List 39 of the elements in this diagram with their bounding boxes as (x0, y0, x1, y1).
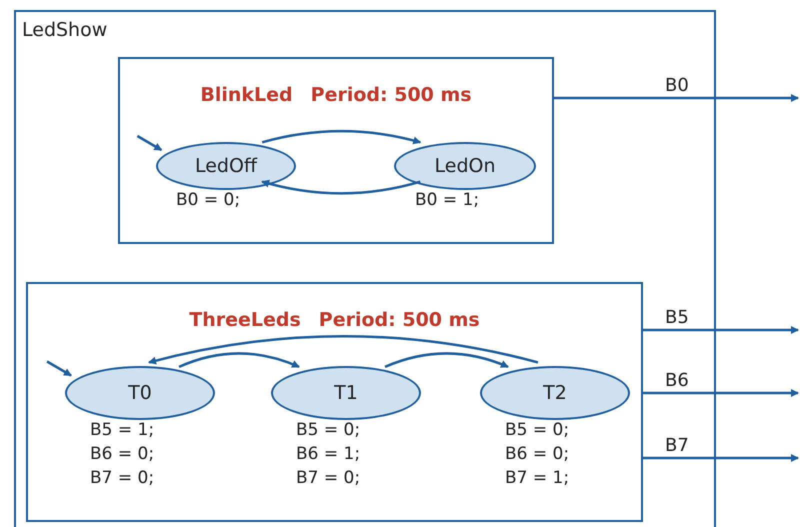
task-heading: Period: 500 ms (318, 308, 480, 333)
signal-label: B0 (664, 77, 690, 95)
arrow (136, 134, 162, 152)
state-action: B7 = 0; (296, 467, 360, 490)
arrow (384, 352, 509, 368)
state-ellipse: LedOff (156, 142, 296, 190)
task-heading: Period: 500 ms (310, 83, 472, 108)
arrow (641, 326, 799, 334)
state-action: B6 = 0; (90, 443, 154, 466)
signal-label: B5 (664, 309, 690, 327)
arrow (641, 389, 799, 397)
signal-label: B6 (664, 372, 690, 390)
component-frame (14, 10, 716, 527)
arrow (261, 180, 421, 195)
state-action: B7 = 0; (90, 467, 154, 490)
state-action: B0 = 1; (415, 189, 480, 212)
state-ellipse: T0 (65, 366, 215, 420)
state-action: B5 = 1; (90, 419, 154, 442)
state-action: B0 = 0; (176, 189, 240, 212)
state-ellipse: T1 (271, 366, 421, 420)
arrow (178, 352, 300, 368)
state-ellipse: LedOn (394, 142, 536, 190)
task-box (118, 57, 554, 244)
task-heading: BlinkLed (200, 83, 293, 108)
state-action: B7 = 1; (505, 467, 570, 490)
arrow (262, 130, 422, 144)
task-heading: ThreeLeds (189, 308, 301, 333)
task-box (26, 282, 643, 522)
arrow (552, 94, 799, 102)
state-action: B6 = 0; (505, 443, 570, 466)
arrow (148, 335, 538, 365)
arrow (46, 360, 72, 377)
state-action: B5 = 0; (296, 419, 360, 442)
component-title: LedShow (22, 18, 108, 43)
state-action: B6 = 1; (296, 443, 360, 466)
arrow (641, 454, 799, 462)
state-action: B5 = 0; (505, 419, 570, 442)
state-ellipse: T2 (480, 366, 630, 420)
signal-label: B7 (664, 437, 690, 455)
